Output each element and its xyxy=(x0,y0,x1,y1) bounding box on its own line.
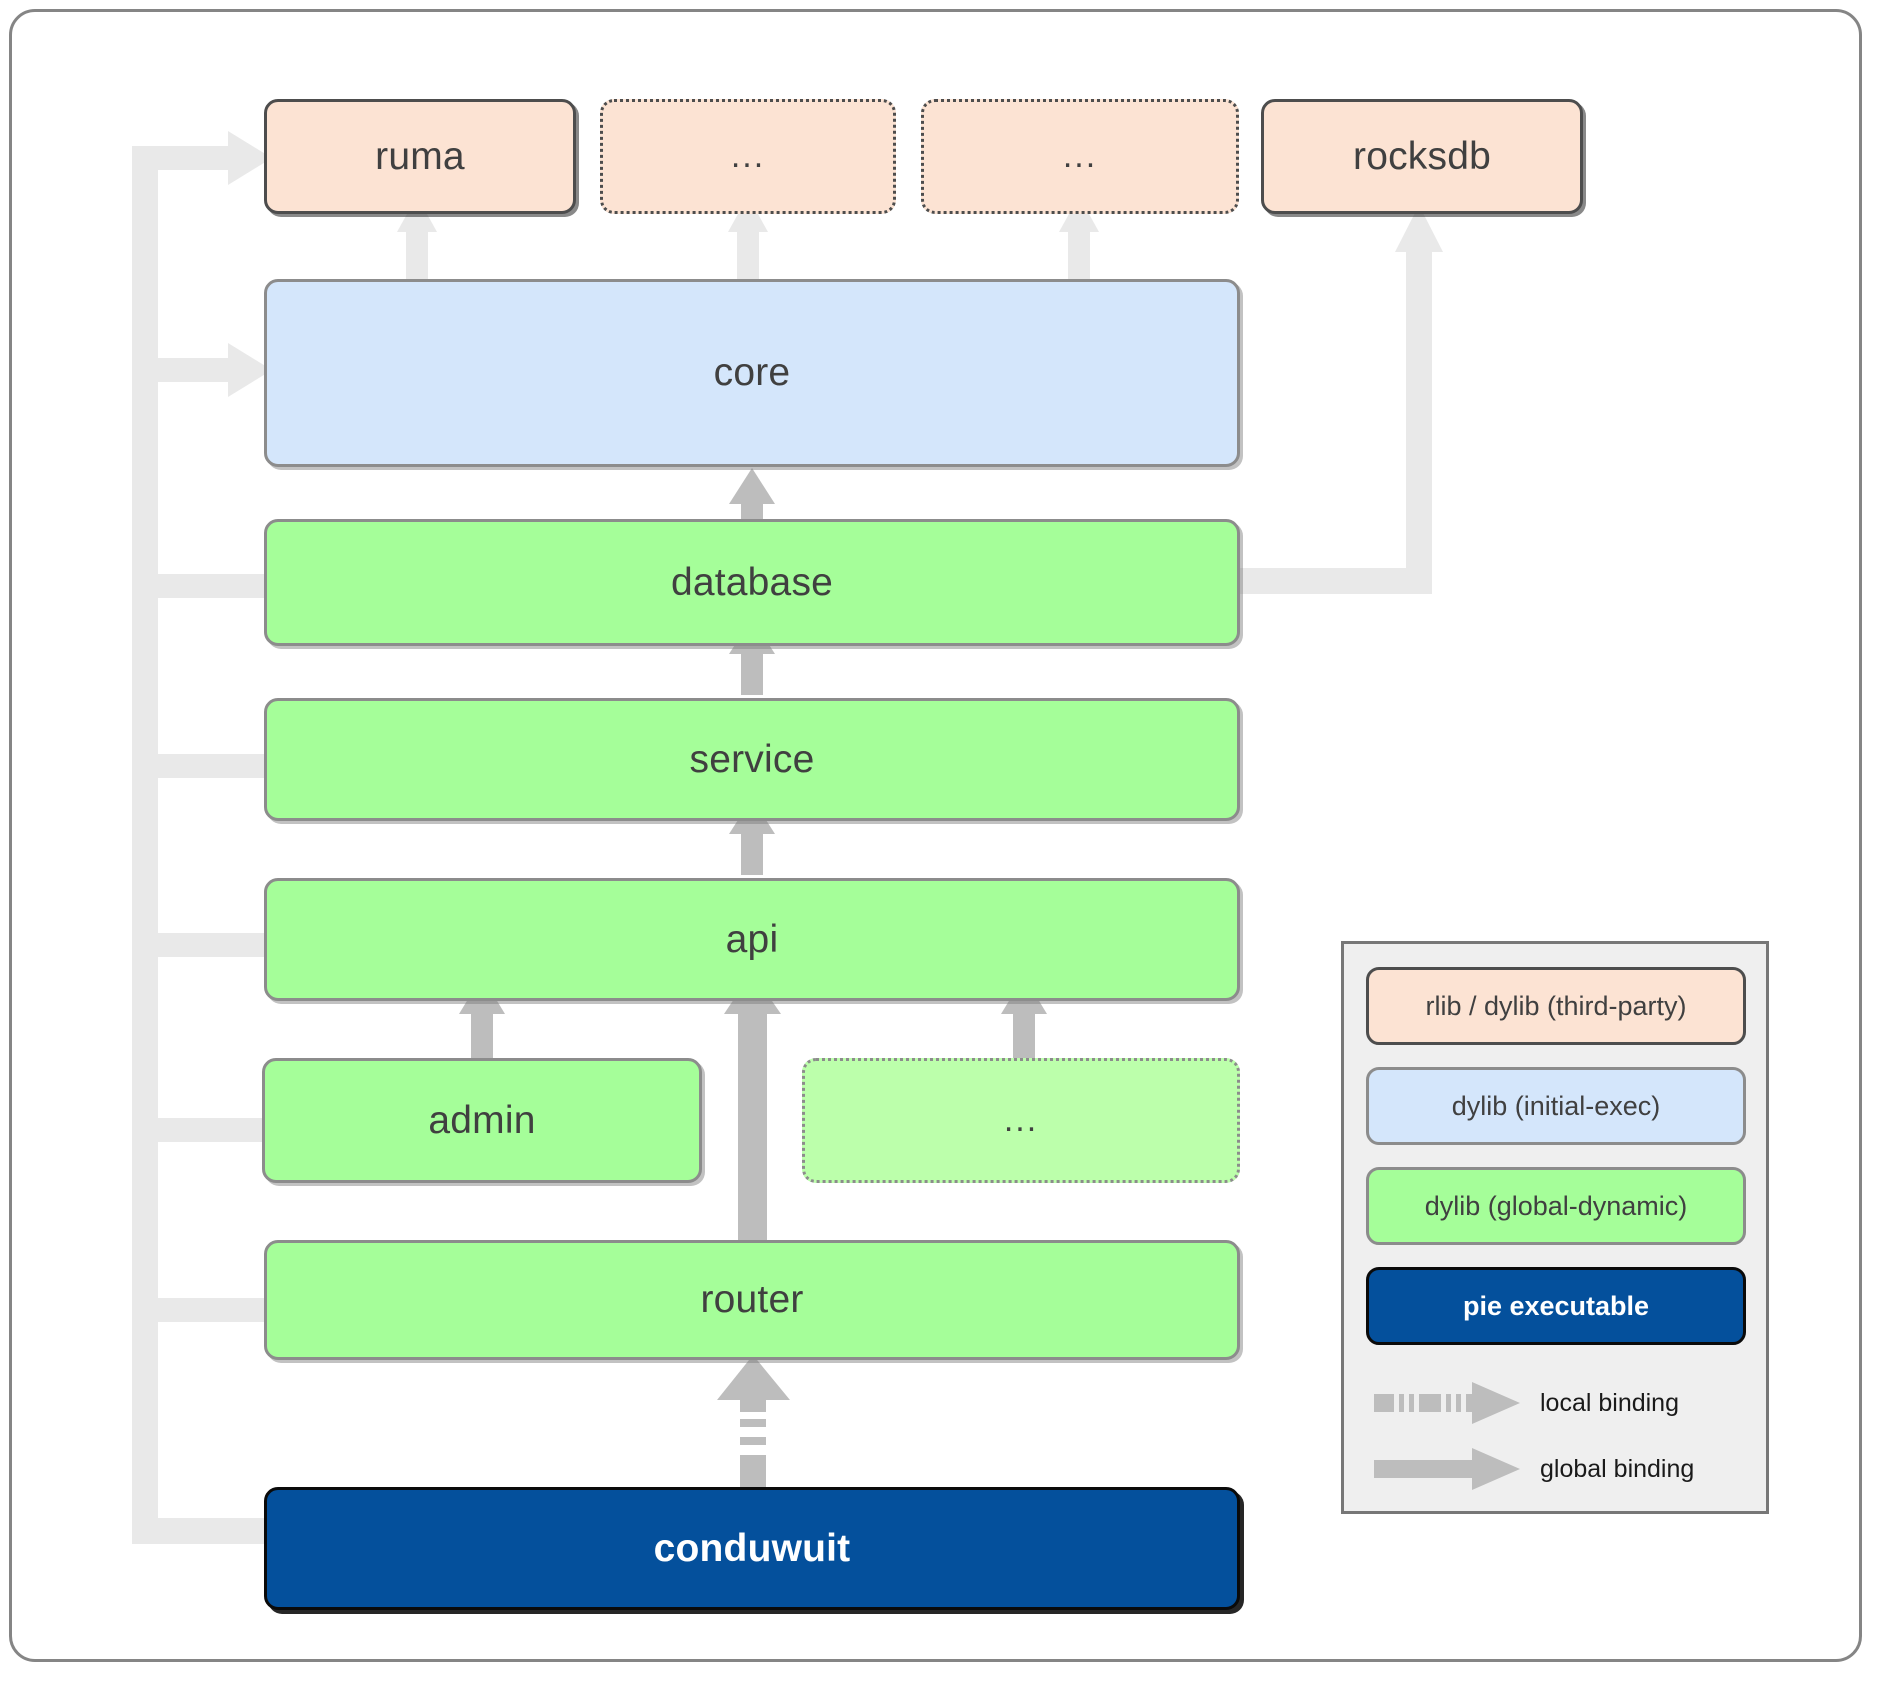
legend-label: global binding xyxy=(1540,1454,1695,1483)
legend-label: dylib (initial-exec) xyxy=(1451,1090,1661,1121)
node-core[interactable]: core xyxy=(264,279,1240,467)
node-label: ... xyxy=(1003,1101,1039,1140)
node-label: core xyxy=(713,351,791,394)
node-router[interactable]: router xyxy=(264,1240,1240,1360)
node-service[interactable]: service xyxy=(264,698,1240,821)
node-api[interactable]: api xyxy=(264,878,1240,1001)
legend-label: pie executable xyxy=(1462,1290,1650,1321)
node-global-dynamic-dots[interactable]: ... xyxy=(802,1058,1240,1183)
legend-label: rlib / dylib (third-party) xyxy=(1425,990,1687,1021)
node-database[interactable]: database xyxy=(264,519,1240,646)
legend-swatch-third-party: rlib / dylib (third-party) xyxy=(1366,967,1746,1045)
node-admin[interactable]: admin xyxy=(262,1058,702,1183)
node-label: ruma xyxy=(375,134,465,178)
node-third-party-dots-1[interactable]: ... xyxy=(600,99,896,214)
node-label: conduwuit xyxy=(653,1526,851,1570)
node-label: rocksdb xyxy=(1353,134,1491,178)
node-conduwuit[interactable]: conduwuit xyxy=(264,1487,1240,1610)
node-label: ... xyxy=(1062,137,1098,176)
legend-panel: rlib / dylib (third-party) dylib (initia… xyxy=(1341,941,1769,1514)
solid-arrow-icon xyxy=(1374,1448,1520,1490)
legend-swatch-initial-exec: dylib (initial-exec) xyxy=(1366,1067,1746,1145)
dashed-arrow-icon xyxy=(1374,1382,1520,1424)
node-label: ... xyxy=(730,137,766,176)
node-label: router xyxy=(700,1278,804,1321)
node-ruma[interactable]: ruma xyxy=(264,99,576,214)
node-rocksdb[interactable]: rocksdb xyxy=(1261,99,1583,214)
legend-swatch-pie-executable: pie executable xyxy=(1366,1267,1746,1345)
legend-label: local binding xyxy=(1540,1388,1679,1417)
legend-swatch-global-dynamic: dylib (global-dynamic) xyxy=(1366,1167,1746,1245)
node-third-party-dots-2[interactable]: ... xyxy=(921,99,1239,214)
legend-label: dylib (global-dynamic) xyxy=(1424,1190,1688,1221)
legend-row-local-binding: local binding xyxy=(1372,1374,1752,1432)
legend-row-global-binding: global binding xyxy=(1372,1440,1752,1498)
node-label: api xyxy=(725,917,779,961)
node-label: database xyxy=(670,560,834,604)
node-label: admin xyxy=(428,1098,536,1142)
node-label: service xyxy=(689,737,815,781)
